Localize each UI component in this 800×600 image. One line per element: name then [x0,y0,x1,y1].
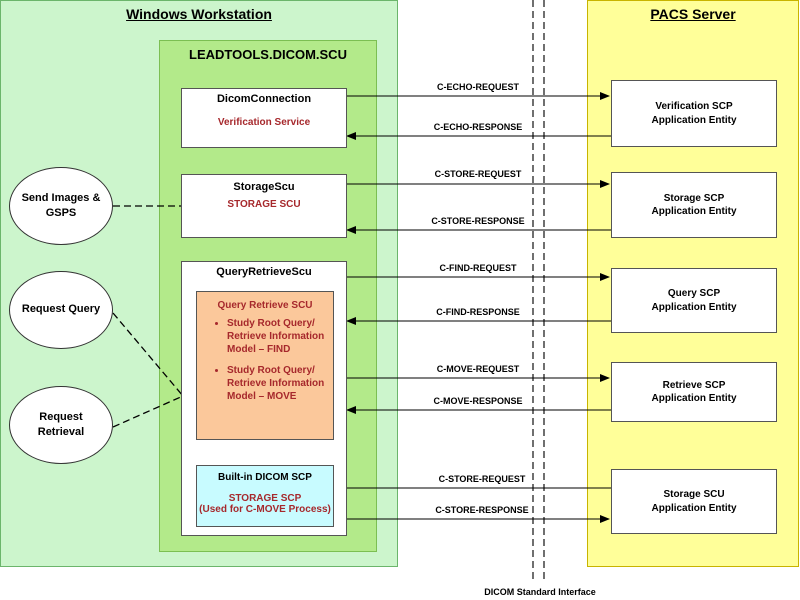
builtin-scp-line2: (Used for C-MOVE Process) [199,504,331,515]
request-retrieval-line1: Request [39,410,83,423]
msg-c-echo-request: C-ECHO-REQUEST [436,82,519,92]
scp-line1: Storage SCP [663,192,725,204]
library-title: LEADTOOLS.DICOM.SCU [189,47,347,62]
connector-request-query [112,312,184,397]
msg-c-find-request: C-FIND-REQUEST [439,263,517,273]
scp-line1: Query SCP [667,288,721,299]
msg-c-move-request: C-MOVE-REQUEST [436,364,520,374]
storage-scu-service-label: STORAGE SCU [227,199,301,210]
actor-send-images: Send Images & GSPS [9,167,113,245]
msg-c-echo-response: C-ECHO-RESPONSE [433,122,523,132]
actor-request-query: Request Query [9,271,113,349]
msg-c-find-response: C-FIND-RESPONSE [436,307,520,317]
storage-scu-box: StorageScu STORAGE SCU [181,174,347,238]
scp-line2: Application Entity [651,502,737,514]
builtin-scp-line1: STORAGE SCP [228,493,302,504]
workstation-title: Windows Workstation [126,6,272,22]
scp-line1: Verification SCP [655,101,733,112]
storage-scu-title: StorageScu [233,181,295,193]
connector-request-retrieval [112,395,184,428]
scp-line2: Application Entity [651,301,737,313]
scp-line2: Application Entity [651,114,737,126]
storage-scu-ae-box: Storage SCU Application Entity [611,469,777,534]
scp-line1: Retrieve SCP [662,379,726,391]
query-retrieve-inner-title: Query Retrieve SCU [217,300,313,311]
bullet-find-model: Study Root Query/ Retrieve Information M… [227,317,333,356]
request-query-line1: Request Query [21,303,101,316]
builtin-dicom-scp-box: Built-in DICOM SCP STORAGE SCP (Used for… [196,465,334,527]
builtin-scp-title: Built-in DICOM SCP [218,472,312,483]
bullet-move-model: Study Root Query/ Retrieve Information M… [227,364,333,403]
dicom-connection-box: DicomConnection Verification Service [181,88,347,148]
dicom-interface-label: DICOM Standard Interface [484,587,596,597]
request-retrieval-line2: Retrieval [37,426,85,438]
send-images-line1: Send Images & [21,191,101,204]
query-retrieve-scu-title: QueryRetrieveScu [216,266,312,278]
dicom-connection-title: DicomConnection [216,93,312,105]
msg-c-move-response: C-MOVE-RESPONSE [433,396,523,406]
actor-request-retrieval: Request Retrieval [9,386,113,464]
msg-c-store-response: C-STORE-RESPONSE [431,216,525,226]
msg-c-store-response-2: C-STORE-RESPONSE [435,505,529,515]
retrieve-scp-box: Retrieve SCP Application Entity [611,362,777,422]
storage-scp-box: Storage SCP Application Entity [611,172,777,238]
send-images-line2: GSPS [45,207,77,219]
scp-line2: Application Entity [651,206,737,217]
query-scp-box: Query SCP Application Entity [611,268,777,333]
scp-line2: Application Entity [651,393,737,404]
query-retrieve-inner-box: Query Retrieve SCU Study Root Query/ Ret… [196,291,334,440]
verification-service-label: Verification Service [217,117,311,128]
msg-c-store-request: C-STORE-REQUEST [434,169,522,179]
msg-c-store-request-2: C-STORE-REQUEST [438,474,526,484]
scp-line1: Storage SCU [663,489,725,500]
pacs-title: PACS Server [650,6,736,22]
verification-scp-box: Verification SCP Application Entity [611,80,777,147]
